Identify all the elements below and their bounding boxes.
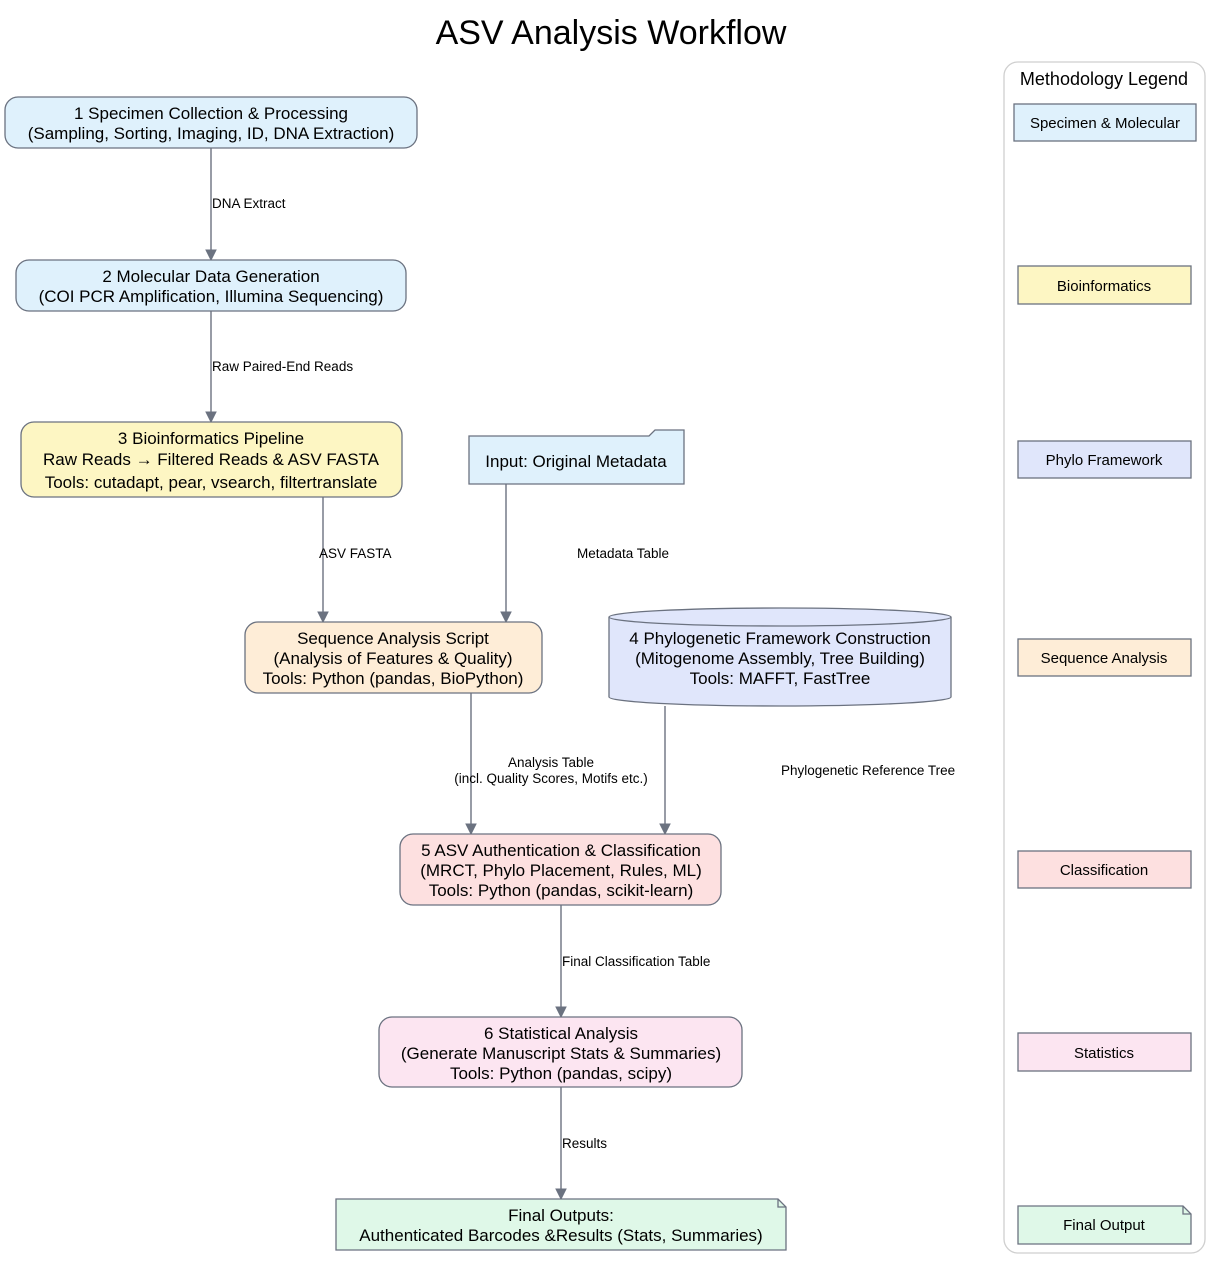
- node-statistical-analysis: 6 Statistical Analysis (Generate Manuscr…: [378, 1016, 743, 1088]
- svg-text:Specimen & Molecular: Specimen & Molecular: [1030, 115, 1180, 132]
- edge-final-classification: Final Classification Table: [555, 905, 710, 1019]
- node-molecular-data: 2 Molecular Data Generation (COI PCR Amp…: [15, 259, 407, 312]
- svg-text:1 Specimen Collection & Proces: 1 Specimen Collection & Processing: [74, 104, 348, 123]
- diagram-title: ASV Analysis Workflow: [436, 14, 787, 52]
- edge-dna-extract: DNA Extract: [205, 148, 286, 262]
- legend-item-sequence: Sequence Analysis: [1017, 638, 1192, 677]
- methodology-legend: Methodology Legend Specimen & Molecular …: [1003, 61, 1206, 1254]
- legend-item-specimen: Specimen & Molecular: [1013, 103, 1197, 142]
- edge-label-metadata-table: Metadata Table: [577, 546, 669, 561]
- edge-label-analysis-table-sub: (incl. Quality Scores, Motifs etc.): [454, 771, 648, 786]
- node-specimen-collection: 1 Specimen Collection & Processing (Samp…: [4, 96, 418, 149]
- legend-item-statistics: Statistics: [1017, 1032, 1192, 1072]
- legend-item-final: Final Output: [1017, 1205, 1192, 1245]
- node-asv-authentication: 5 ASV Authentication & Classification (M…: [399, 833, 722, 906]
- svg-text:2 Molecular Data Generation: 2 Molecular Data Generation: [102, 267, 319, 286]
- edge-label-results: Results: [562, 1136, 607, 1151]
- legend-item-classification: Classification: [1017, 850, 1192, 889]
- edge-label-raw-reads: Raw Paired-End Reads: [212, 359, 353, 374]
- svg-text:Sequence Analysis Script: Sequence Analysis Script: [297, 629, 489, 648]
- svg-text:5 ASV Authentication & Classif: 5 ASV Authentication & Classification: [421, 841, 701, 860]
- svg-text:Final Output: Final Output: [1063, 1217, 1146, 1234]
- edge-label-analysis-table: Analysis Table: [508, 755, 594, 770]
- node-phylogenetic-framework: 4 Phylogenetic Framework Construction (M…: [608, 607, 952, 707]
- legend-item-phylo: Phylo Framework: [1017, 440, 1192, 479]
- node-bioinformatics-pipeline: 3 Bioinformatics Pipeline Raw Reads → Fi…: [20, 421, 403, 498]
- svg-text:(Mitogenome Assembly, Tree Bui: (Mitogenome Assembly, Tree Building): [635, 649, 925, 668]
- svg-text:Tools: cutadapt, pear, vsearch: Tools: cutadapt, pear, vsearch, filtertr…: [45, 473, 378, 492]
- svg-text:Tools: Python (pandas, BioPyth: Tools: Python (pandas, BioPython): [263, 669, 524, 688]
- svg-text:Tools: MAFFT, FastTree: Tools: MAFFT, FastTree: [690, 669, 871, 688]
- svg-text:3 Bioinformatics Pipeline: 3 Bioinformatics Pipeline: [118, 429, 304, 448]
- edge-label-final-classification: Final Classification Table: [562, 954, 710, 969]
- node-sequence-analysis: Sequence Analysis Script (Analysis of Fe…: [244, 621, 543, 694]
- svg-text:(COI PCR Amplification, Illumi: (COI PCR Amplification, Illumina Sequenc…: [39, 287, 384, 306]
- edge-label-reference-tree: Phylogenetic Reference Tree: [781, 763, 955, 778]
- svg-text:Bioinformatics: Bioinformatics: [1057, 278, 1151, 295]
- svg-text:Authenticated Barcodes &Result: Authenticated Barcodes &Results (Stats, …: [359, 1226, 762, 1245]
- legend-title: Methodology Legend: [1020, 69, 1188, 89]
- svg-text:Classification: Classification: [1060, 862, 1148, 879]
- svg-text:Tools: Python (pandas, scipy): Tools: Python (pandas, scipy): [450, 1064, 672, 1083]
- svg-text:4 Phylogenetic Framework Const: 4 Phylogenetic Framework Construction: [629, 629, 930, 648]
- edge-reference-tree: Phylogenetic Reference Tree: [659, 706, 955, 836]
- svg-text:6 Statistical Analysis: 6 Statistical Analysis: [484, 1024, 638, 1043]
- edge-metadata-table: Metadata Table: [500, 484, 669, 624]
- node-input-metadata: Input: Original Metadata: [468, 429, 685, 485]
- svg-text:(Generate Manuscript Stats & S: (Generate Manuscript Stats & Summaries): [401, 1044, 721, 1063]
- svg-text:Statistics: Statistics: [1074, 1045, 1134, 1062]
- edge-label-asv-fasta: ASV FASTA: [319, 546, 392, 561]
- edge-results: Results: [555, 1087, 607, 1201]
- svg-text:Input: Original Metadata: Input: Original Metadata: [485, 452, 667, 471]
- svg-text:Tools: Python (pandas, scikit-: Tools: Python (pandas, scikit-learn): [429, 881, 694, 900]
- svg-text:Phylo Framework: Phylo Framework: [1046, 452, 1163, 469]
- legend-item-bioinformatics: Bioinformatics: [1017, 265, 1192, 305]
- svg-text:(MRCT, Phylo Placement, Rules,: (MRCT, Phylo Placement, Rules, ML): [420, 861, 702, 880]
- edge-label-dna-extract: DNA Extract: [212, 196, 286, 211]
- edge-analysis-table: Analysis Table (incl. Quality Scores, Mo…: [454, 693, 648, 836]
- svg-text:Final Outputs:: Final Outputs:: [508, 1206, 614, 1225]
- edge-asv-fasta: ASV FASTA: [317, 497, 392, 624]
- edge-raw-reads: Raw Paired-End Reads: [205, 311, 353, 424]
- svg-text:Raw Reads → Filtered Reads & A: Raw Reads → Filtered Reads & ASV FASTA: [43, 450, 380, 469]
- svg-text:(Analysis of Features & Qualit: (Analysis of Features & Quality): [273, 649, 512, 668]
- svg-text:(Sampling, Sorting, Imaging, I: (Sampling, Sorting, Imaging, ID, DNA Ext…: [28, 124, 395, 143]
- svg-text:Sequence Analysis: Sequence Analysis: [1041, 650, 1168, 667]
- node-final-outputs: Final Outputs: Authenticated Barcodes &R…: [335, 1198, 787, 1251]
